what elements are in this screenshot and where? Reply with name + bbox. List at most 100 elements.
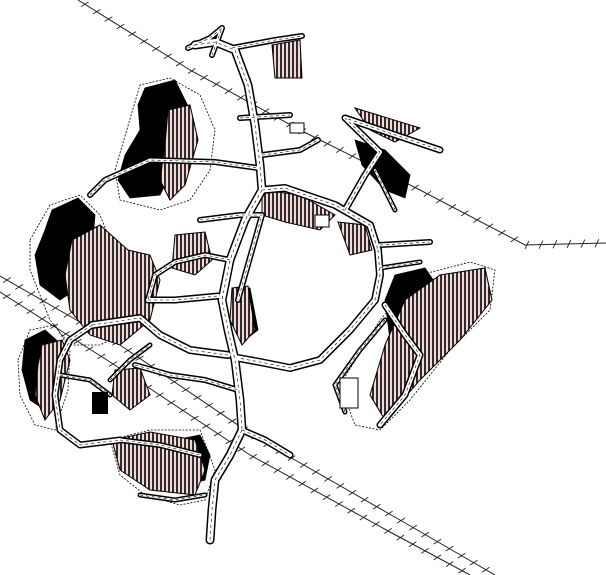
railway-tick [411, 184, 419, 191]
railway-tick [108, 361, 118, 367]
railway-tick [155, 392, 164, 398]
railway-tick [457, 552, 466, 559]
railway-tick [216, 410, 225, 416]
railway-tick [163, 53, 172, 59]
railway-tick [261, 108, 270, 115]
railway-tick [421, 531, 430, 538]
railway-tick [213, 431, 223, 437]
railway-tick [200, 74, 208, 81]
road-northeast-branch-centerline [344, 117, 441, 211]
railway-tick [510, 236, 519, 243]
railway-tick [371, 521, 380, 528]
vegetation-northeast [354, 139, 411, 199]
railway-tick [151, 46, 161, 52]
railway-tick [552, 240, 558, 249]
road-north-approach-centerline [194, 41, 263, 191]
road-far-south-centerline [139, 494, 206, 501]
road-west-spine-centerline [91, 317, 229, 356]
railway-tick [498, 229, 506, 236]
road-north-east-branch-centerline [231, 35, 303, 49]
building-center [314, 214, 330, 228]
road-ring-north-surface [259, 185, 381, 253]
railway-tick [445, 545, 454, 552]
vegetation-edge-southwest [17, 324, 71, 431]
railway-tick [80, 1, 89, 7]
railway-tick [187, 67, 196, 74]
railway-tick [237, 446, 246, 452]
road-west-loop-centerline [54, 324, 121, 446]
railway-tick [436, 197, 444, 204]
railway-tick [92, 8, 101, 15]
railway-tick [433, 538, 442, 545]
railway-tick [384, 528, 392, 534]
railway-tick [212, 81, 221, 88]
railway-tick [348, 153, 357, 160]
railway-tick [14, 301, 23, 307]
building-east [339, 377, 359, 409]
parcel-east-large [369, 267, 493, 421]
railway-tick [236, 94, 245, 101]
railway-tick [285, 474, 294, 480]
railway-tick [469, 559, 478, 566]
railway-tick [228, 418, 237, 424]
railway-tick [310, 487, 319, 494]
railway-tick [104, 16, 113, 22]
railway-tick [49, 323, 59, 330]
railway-tick [566, 239, 572, 249]
road-southeast-exit-surface [240, 428, 292, 457]
railway-tick [360, 496, 369, 503]
railway-tick [73, 338, 82, 345]
road-south-link-centerline [109, 344, 151, 381]
railway-tick [421, 547, 429, 554]
railway-tick [128, 31, 137, 37]
road-ring-east-centerline [237, 249, 381, 369]
railway-tick [224, 88, 233, 94]
railway-tick [347, 507, 356, 514]
road-layer [51, 25, 444, 545]
road-west-loop [51, 321, 124, 449]
railway-tick [2, 277, 11, 283]
railway-tick [538, 240, 544, 249]
railway-tick [167, 400, 176, 406]
road-south-mid-centerline [119, 439, 201, 456]
railway-tick [38, 316, 47, 322]
railway-tick [336, 482, 345, 489]
road-central-west-centerline [147, 254, 231, 301]
railway-tick [311, 469, 320, 475]
road-central-spine-centerline [221, 189, 263, 431]
railway-tick [140, 38, 149, 45]
railway-tick [448, 203, 457, 210]
railway-tick [63, 312, 72, 318]
railway-tick [359, 514, 368, 521]
railway-north [77, 0, 606, 246]
vegetation-edge-south [109, 429, 216, 506]
building-southwest [92, 392, 108, 414]
parcel-north-small [271, 39, 303, 79]
railway-tick [135, 355, 144, 361]
railway-tick [524, 240, 530, 250]
railway-tick [409, 524, 418, 531]
railway-tick [336, 146, 344, 154]
railway-tick [204, 402, 214, 408]
railway-tick [433, 554, 442, 561]
railway-tick [299, 462, 308, 468]
vegetation-edge-east [339, 261, 496, 431]
railway-tick [2, 293, 11, 299]
road-southeast-exit-centerline [241, 429, 291, 456]
road-west-connector-centerline [89, 159, 259, 196]
railway-tick [594, 238, 600, 248]
railway-tick [298, 480, 307, 487]
railway-tick [27, 291, 36, 297]
road-north-spur-centerline [187, 27, 223, 56]
road-crossing-north-b-centerline [261, 139, 319, 156]
railway-tick [324, 476, 333, 482]
railway-tick [85, 346, 94, 352]
parcel-north-strip [159, 104, 199, 201]
railway-tick [61, 331, 70, 337]
railway-tick [202, 423, 211, 429]
railway-tick [181, 387, 190, 393]
railway-tick [249, 453, 258, 460]
railway-tick [384, 510, 393, 517]
